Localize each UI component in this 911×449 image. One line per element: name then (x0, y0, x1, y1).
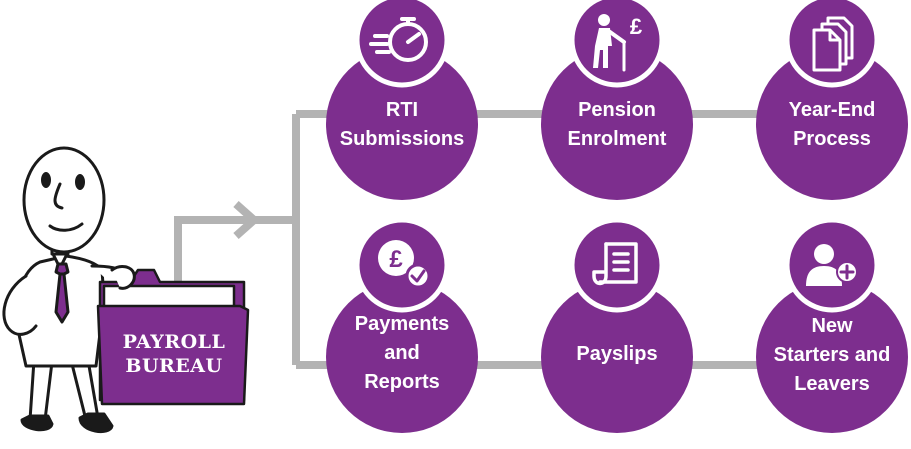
elderly-person-pound-icon: £ (593, 14, 643, 72)
pound-coin-check-icon: £ (378, 240, 431, 289)
node-starters-line2: Starters and (773, 344, 891, 366)
node-pension (541, 0, 693, 200)
node-payslips-label: Payslips (547, 340, 687, 369)
cartoon-man-illustration (2, 146, 132, 434)
arrow-chevron-icon (233, 201, 261, 239)
node-yearend-line1: Year-End (788, 99, 876, 121)
node-yearend-line2: Process (793, 128, 871, 150)
svg-text:£: £ (630, 14, 643, 39)
folder-label-line2: BUREAU (125, 355, 223, 377)
node-yearend-label: Year-End Process (762, 96, 902, 154)
folder-label: PAYROLL BUREAU (104, 330, 244, 378)
documents-stack-icon (812, 16, 854, 72)
node-payments-label: Payments and Reports (332, 310, 472, 397)
node-pension-label: Pension Enrolment (547, 96, 687, 154)
node-starters-label: New Starters and Leavers (762, 312, 902, 399)
node-rti-line2: Submissions (339, 128, 465, 150)
stopwatch-icon (369, 17, 428, 62)
scroll-document-icon (592, 242, 638, 286)
node-payments-line1: Payments (354, 313, 450, 335)
payroll-bureau-folder (96, 268, 250, 406)
folder-label-line1: PAYROLL (122, 331, 226, 353)
node-payslips (541, 217, 693, 433)
svg-text:£: £ (389, 246, 403, 273)
person-add-icon (806, 244, 858, 286)
node-payments (326, 217, 478, 433)
connectors (174, 110, 800, 369)
node-rti-line1: RTI (385, 99, 419, 121)
node-pension-line1: Pension (578, 99, 656, 121)
node-rti-label: RTI Submissions (332, 96, 472, 154)
node-starters-line3: Leavers (794, 373, 870, 395)
node-starters-line1: New (811, 315, 853, 337)
node-rti (326, 0, 478, 200)
node-payslips-line1: Payslips (576, 343, 658, 365)
node-starters (756, 217, 908, 433)
node-payments-line3: Reports (364, 371, 440, 393)
node-pension-line2: Enrolment (567, 128, 667, 150)
node-payments-line2: and (384, 342, 420, 364)
hand-illustration (110, 265, 136, 290)
